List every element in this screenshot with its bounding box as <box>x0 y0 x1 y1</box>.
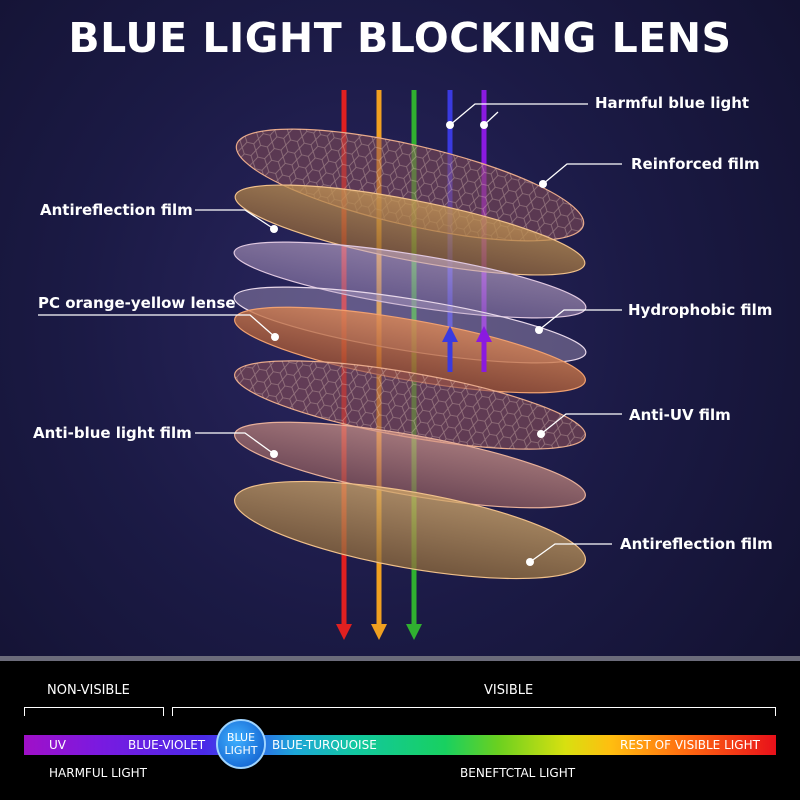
dot-reinforced-film <box>539 180 547 188</box>
leader-anti-blue-light <box>195 432 275 455</box>
band-blue-turquoise: BLUE-TURQUOISE <box>272 738 377 752</box>
non-visible-bracket <box>24 707 164 716</box>
leader-pc-lense <box>38 314 276 338</box>
label-antireflection-film-left: Antireflection film <box>40 201 193 219</box>
dot-anti-blue-light <box>270 450 278 458</box>
leader-anti-uv-film <box>540 413 622 435</box>
band-blue-violet: BLUE-VIOLET <box>128 738 206 752</box>
orange-ray-arrowhead <box>371 624 387 640</box>
visible-label: VISIBLE <box>484 683 534 698</box>
leader-antireflection-right <box>529 543 612 563</box>
visible-bracket <box>172 707 776 716</box>
label-harmful-blue-light: Harmful blue light <box>595 94 750 112</box>
harmful-light-label: HARMFUL LIGHT <box>49 766 147 780</box>
dot-harmful-violet <box>480 121 488 129</box>
label-pc-orange-yellow-lense: PC orange-yellow lense <box>38 294 236 312</box>
dot-antireflection-right <box>526 558 534 566</box>
dot-antireflection-left <box>270 225 278 233</box>
label-antireflection-film-right: Antireflection film <box>620 535 773 553</box>
band-uv: UV <box>49 738 66 752</box>
green-ray-arrowhead <box>406 624 422 640</box>
beneficial-light-label: BENEFTCTAL LIGHT <box>460 766 576 780</box>
page-title: BLUE LIGHT BLOCKING LENS <box>68 14 732 62</box>
pc-lense-purple-layer <box>233 241 587 319</box>
red-ray-arrowhead <box>336 624 352 640</box>
dot-anti-uv-film <box>537 430 545 438</box>
band-rest-of-visible-light: REST OF VISIBLE LIGHT <box>620 738 760 752</box>
anti-uv-film-layer <box>234 360 586 450</box>
label-anti-blue-light-film: Anti-blue light film <box>33 424 192 442</box>
label-anti-uv-film: Anti-UV film <box>629 406 731 424</box>
lens-layers-diagram <box>38 90 622 640</box>
dot-pc-lense <box>271 333 279 341</box>
dot-hydrophobic-film <box>535 326 543 334</box>
blue-light-badge: BLUE LIGHT <box>216 719 266 769</box>
leader-harmful-blue-light <box>449 103 588 126</box>
spectrum-panel <box>0 656 800 800</box>
leader-hydrophobic-film <box>538 309 622 331</box>
antireflection-film-bottom-layer <box>233 480 587 580</box>
leader-antireflection-left <box>195 209 275 230</box>
blue-light-badge-line1: BLUE <box>226 731 256 744</box>
blue-reflected-arrowhead <box>442 326 458 342</box>
leader-reinforced-film <box>542 163 622 185</box>
dot-harmful-blue <box>446 121 454 129</box>
light-spectrum-bar <box>24 735 776 755</box>
label-reinforced-film: Reinforced film <box>631 155 760 173</box>
blue-light-badge-line2: LIGHT <box>224 744 258 757</box>
label-hydrophobic-film: Hydrophobic film <box>628 301 773 319</box>
non-visible-label: NON-VISIBLE <box>47 683 130 698</box>
violet-reflected-arrowhead <box>476 326 492 342</box>
